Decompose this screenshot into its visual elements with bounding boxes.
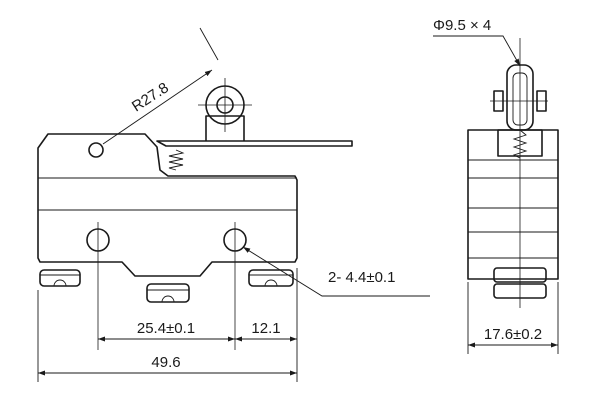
hole-spacing-label: 25.4±0.1 (137, 320, 195, 337)
lever-arm (156, 140, 353, 147)
terminal-middle (146, 283, 190, 303)
radius-leader (102, 69, 213, 145)
side-width-label: 17.6±0.2 (484, 326, 542, 343)
side-axle-left (493, 90, 504, 112)
front-view: R27.8 2- 4.4±0.1 25.4±0.1 (37, 27, 430, 382)
side-axle-right (536, 90, 547, 112)
lever-spring (168, 149, 185, 171)
hole-leader (242, 246, 430, 297)
radius-label: R27.8 (129, 79, 172, 115)
terminal-right (248, 269, 294, 287)
pivot-hole (88, 142, 104, 158)
radius-extension (199, 27, 219, 61)
terminal-offset-label: 12.1 (251, 320, 280, 337)
side-view: Φ9.5 × 4 17.6±0.2 (433, 17, 559, 354)
overall-length-label: 49.6 (151, 354, 180, 371)
terminal-left (39, 269, 81, 287)
roller-label: Φ9.5 × 4 (433, 17, 491, 34)
roller-leader (433, 35, 521, 67)
side-body (467, 129, 559, 280)
switch-body (37, 133, 298, 277)
hole-label: 2- 4.4±0.1 (328, 269, 395, 286)
